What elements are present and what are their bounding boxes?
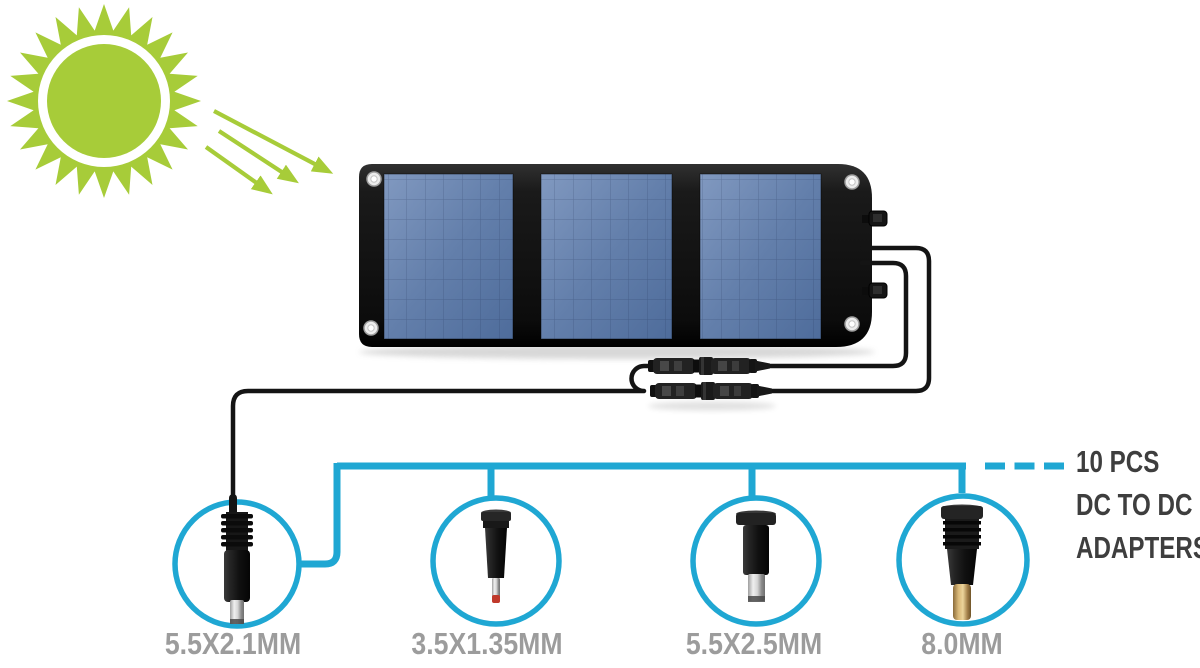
callout-line-3: ADAPTERS <box>1076 530 1200 565</box>
panel-clip-bottom <box>862 282 888 299</box>
sunlight-arrows-icon <box>204 109 334 195</box>
panel-cells <box>383 173 822 340</box>
callout-line-1: 10 PCS <box>1076 444 1160 479</box>
panel-clip-top <box>862 210 888 227</box>
adapter-label-3: 5.5X2.5MM <box>685 626 823 661</box>
panel-cable-inner <box>763 260 909 369</box>
adapter-circle-3 <box>690 495 822 627</box>
dc-adapter-brass-barrel-icon <box>941 504 983 620</box>
connector-shadow <box>648 401 776 411</box>
dc-adapter-red-tip-icon <box>481 509 511 603</box>
foldable-solar-panel-icon <box>359 164 888 347</box>
panel-cable-outer <box>767 245 932 394</box>
dc-extension-cable <box>230 363 655 509</box>
adapter-label-4: 8.0MM <box>921 626 1003 661</box>
mc4-connector-pair-top <box>648 357 770 375</box>
callout-line-2: DC TO DC <box>1076 487 1193 522</box>
adapter-label-2: 3.5X1.35MM <box>411 626 563 661</box>
eyelet-icon <box>363 320 379 336</box>
sun-icon <box>7 4 201 198</box>
adapter-bus <box>300 462 1066 568</box>
sun-core <box>47 44 161 158</box>
eyelet-icon <box>844 316 860 332</box>
dc-plug-cable-icon <box>221 512 253 624</box>
adapter-circle-4 <box>896 493 1030 627</box>
panel-eyelets <box>363 171 860 336</box>
eyelet-icon <box>844 174 860 190</box>
panel-cables <box>230 245 932 509</box>
bus-drop-1 <box>300 463 341 568</box>
eyelet-icon <box>366 171 382 187</box>
mc4-connector-pair-bottom <box>650 382 772 400</box>
adapter-circles <box>172 493 1030 629</box>
adapter-circle-2 <box>430 495 562 627</box>
dc-adapter-silver-barrel-icon <box>736 510 776 602</box>
panel-shadow <box>359 345 875 359</box>
adapter-label-1: 5.5X2.1MM <box>164 626 302 661</box>
